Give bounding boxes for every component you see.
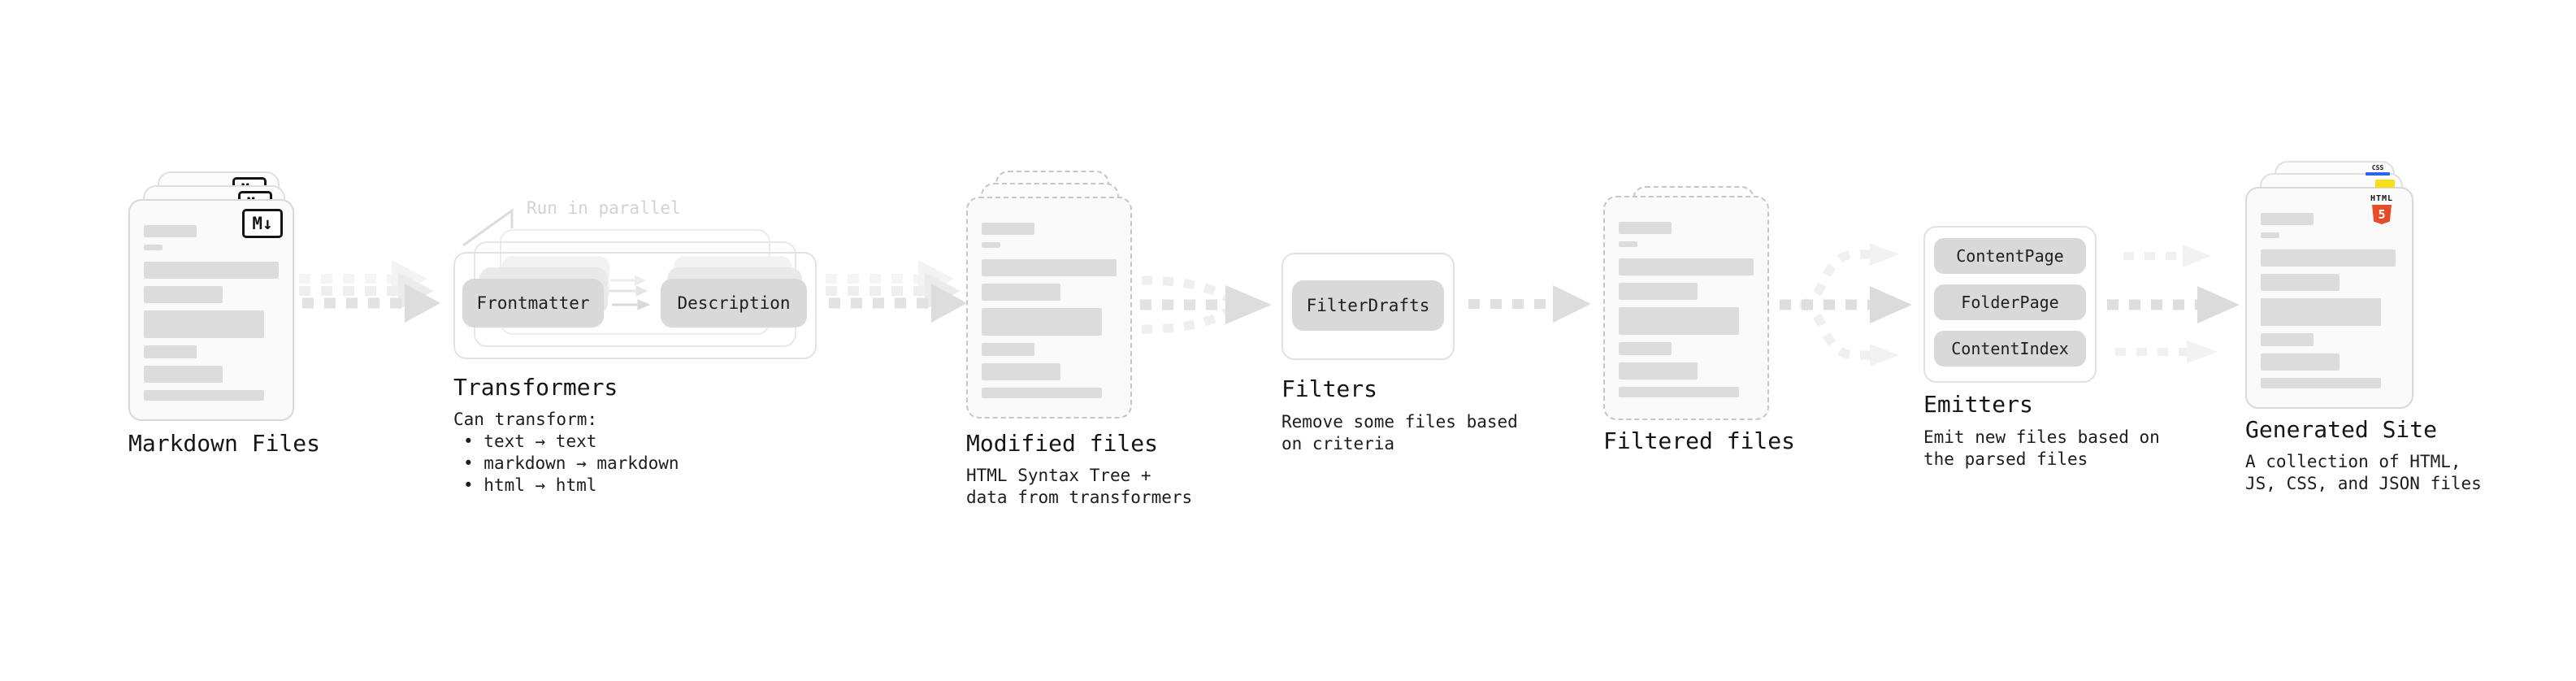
transformers-label: Transformers [453,374,618,401]
modified-files-description: HTML Syntax Tree + data from transformer… [966,465,1192,509]
run-in-parallel-annotation: Run in parallel [527,198,681,218]
description-line: Remove some files based [1281,412,1518,432]
modified-file-card [966,197,1132,419]
skeleton-text-bar [1619,222,1672,234]
filters-description: Remove some files based on criteria [1281,411,1518,455]
flow-arrow-icon [1468,285,1591,323]
skeleton-text-bar [2261,232,2279,238]
flow-arrow-stacked-icon [826,260,967,323]
transformers-description: Can transform: text → text markdown → ma… [453,409,679,497]
skeleton-text-bar [144,262,279,279]
filters-label: Filters [1281,375,1378,402]
skeleton-text-bar [2261,298,2381,326]
emitters-description: Emit new files based on the parsed files [1923,427,2160,471]
markdown-icon: M↓ [242,209,283,238]
document-skeleton [144,225,279,401]
skeleton-text-bar [1619,283,1698,300]
description-line: on criteria [1281,434,1395,453]
transformer-box [453,252,817,359]
filtered-files-label: Filtered files [1603,427,1796,454]
skeleton-text-bar [2261,333,2314,346]
folderpage-pill: FolderPage [1934,284,2086,320]
skeleton-text-bar [144,390,264,401]
flow-arrow-triple-icon [2107,245,2240,363]
generated-site-label: Generated Site [2245,416,2438,443]
skeleton-text-bar [982,343,1034,356]
filters-box [1281,253,1455,360]
generated-site-description: A collection of HTML, JS, CSS, and JSON … [2245,451,2482,495]
description-line: the parsed files [1923,449,2088,469]
contentindex-pill: ContentIndex [1934,331,2086,367]
skeleton-text-bar [144,225,197,237]
description-line: Can transform: [453,410,598,429]
skeleton-text-bar [144,245,163,250]
skeleton-text-bar [144,286,223,303]
flow-arrow-fanout-icon [1780,243,1912,367]
description-pill: Description [661,279,807,327]
description-line: JS, CSS, and JSON files [2245,474,2482,493]
skeleton-text-bar [1619,258,1754,275]
emitters-label: Emitters [1923,391,2033,418]
markdown-file-card: M↓ [128,199,294,421]
skeleton-text-bar [1619,362,1698,380]
markdown-files-label: Markdown Files [128,430,321,457]
skeleton-text-bar [982,388,1102,398]
css-icon-bar [2366,172,2390,176]
css-icon-label: CSS [2371,164,2384,171]
skeleton-text-bar [2261,274,2340,291]
description-bullet: markdown → markdown [453,453,679,475]
skeleton-text-bar [144,366,223,383]
skeleton-text-bar [2261,354,2340,371]
skeleton-text-bar [1619,241,1637,247]
skeleton-text-bar [2261,213,2314,225]
annotation-leader-line-icon [462,208,514,247]
filtered-file-card [1603,196,1769,420]
skeleton-text-bar [982,284,1060,301]
document-skeleton [2261,213,2396,388]
skeleton-text-bar [1619,387,1739,397]
skeleton-text-bar [1619,307,1739,335]
skeleton-text-bar [2261,249,2396,267]
skeleton-text-bar [144,310,264,338]
description-line: A collection of HTML, [2245,452,2461,471]
document-skeleton [982,223,1117,398]
description-bullet: text → text [453,431,679,453]
html5-icon-label: HTML [2370,194,2394,203]
description-bullet: html → html [453,475,679,497]
skeleton-text-bar [982,363,1060,380]
frontmatter-pill: Frontmatter [462,279,604,327]
parallel-arrows-icon [609,275,651,310]
html5-file-icon: HTML 5 [2363,195,2400,224]
contentpage-pill: ContentPage [1934,238,2086,274]
js-file-icon [2375,180,2395,188]
skeleton-text-bar [982,308,1102,336]
css-file-icon: CSS [2366,165,2390,176]
html5-icon-shield: 5 [2372,205,2392,224]
skeleton-text-bar [982,259,1117,276]
modified-files-label: Modified files [966,430,1159,457]
generated-file-card: HTML 5 [2245,187,2413,409]
description-line: data from transformers [966,488,1193,507]
description-line: Emit new files based on [1923,427,2160,447]
skeleton-text-bar [982,223,1034,235]
skeleton-text-bar [2261,378,2381,388]
description-line: HTML Syntax Tree + [966,466,1151,485]
document-skeleton [1619,222,1754,397]
skeleton-text-bar [144,345,197,358]
filterdrafts-pill: FilterDrafts [1292,280,1444,331]
skeleton-text-bar [1619,342,1672,355]
flow-arrow-stacked-icon [299,260,440,323]
flow-arrow-merge-icon [1140,275,1272,334]
skeleton-text-bar [982,242,1000,248]
emitters-box [1923,226,2097,383]
